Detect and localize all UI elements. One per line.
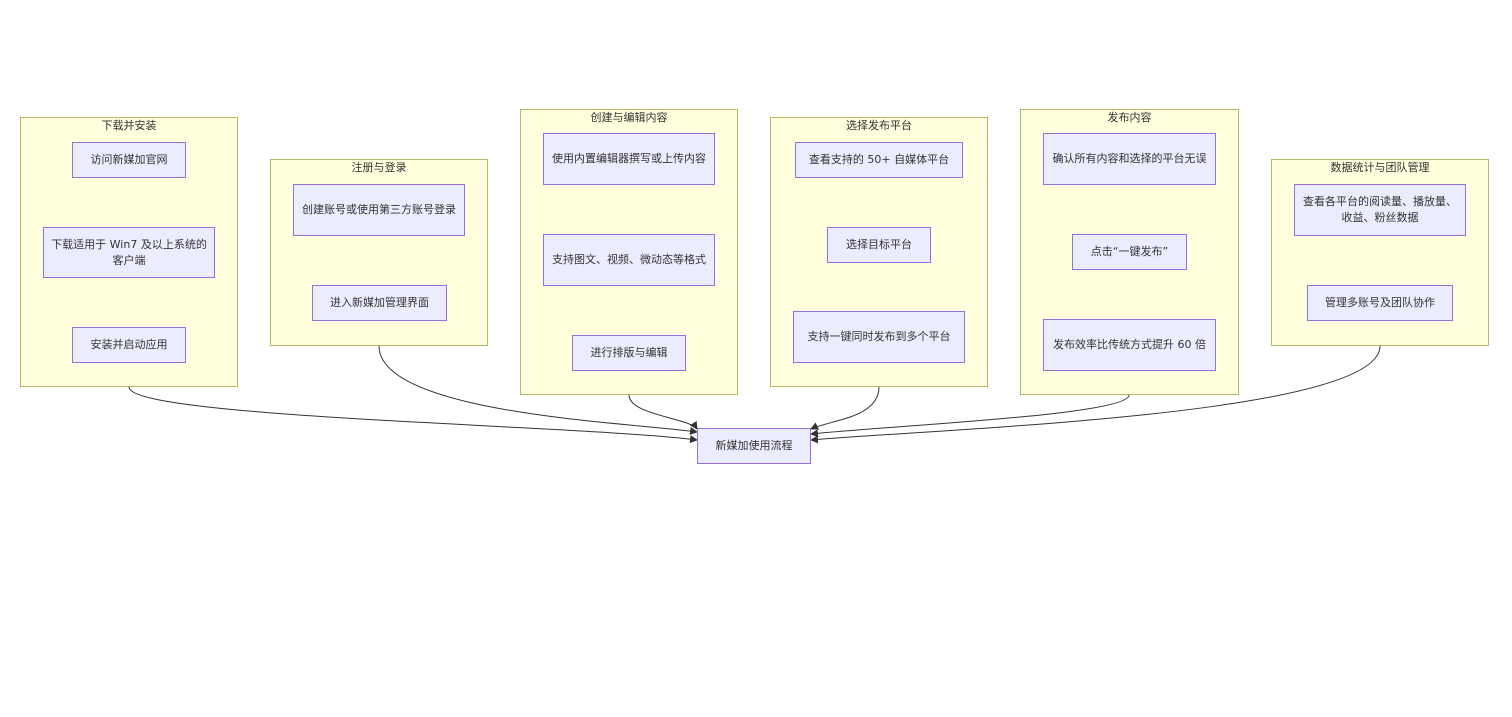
cluster-title: 数据统计与团队管理 [1330, 161, 1430, 174]
edge-download-to-center [128, 386, 698, 444]
node-view-platforms[interactable]: 查看支持的 50+ 自媒体平台 [795, 142, 963, 178]
node-layout-edit[interactable]: 进行排版与编辑 [572, 335, 686, 371]
node-view-stats[interactable]: 查看各平台的阅读量、播放量、收益、粉丝数据 [1294, 184, 1466, 236]
node-team-management[interactable]: 管理多账号及团队协作 [1307, 285, 1453, 321]
cluster-title: 下载并安装 [101, 119, 157, 132]
node-one-click-publish[interactable]: 点击“一键发布” [1072, 234, 1187, 270]
cluster-title: 注册与登录 [351, 161, 407, 174]
node-create-account[interactable]: 创建账号或使用第三方账号登录 [293, 184, 465, 236]
cluster-title: 发布内容 [1107, 111, 1152, 124]
edge-stats-to-center [810, 345, 1381, 444]
edge-register-to-center [378, 345, 698, 435]
node-write-upload[interactable]: 使用内置编辑器撰写或上传内容 [543, 133, 715, 185]
node-install-launch[interactable]: 安装并启动应用 [72, 327, 186, 363]
cluster-title: 选择发布平台 [846, 119, 912, 132]
edge-create-to-center [628, 394, 698, 430]
node-confirm-content[interactable]: 确认所有内容和选择的平台无误 [1043, 133, 1216, 185]
edge-platform-to-center [810, 386, 880, 430]
node-download-client[interactable]: 下载适用于 Win7 及以上系统的客户端 [43, 227, 215, 278]
node-multi-publish[interactable]: 支持一键同时发布到多个平台 [793, 311, 965, 363]
edge-publish-to-center [810, 394, 1130, 438]
node-choose-target[interactable]: 选择目标平台 [827, 227, 931, 263]
cluster-title: 创建与编辑内容 [590, 111, 668, 124]
node-efficiency[interactable]: 发布效率比传统方式提升 60 倍 [1043, 319, 1216, 371]
node-formats[interactable]: 支持图文、视频、微动态等格式 [543, 234, 715, 286]
node-enter-dashboard[interactable]: 进入新媒加管理界面 [312, 285, 447, 321]
node-visit-website[interactable]: 访问新媒加官网 [72, 142, 186, 178]
node-central-flow[interactable]: 新媒加使用流程 [697, 428, 811, 464]
